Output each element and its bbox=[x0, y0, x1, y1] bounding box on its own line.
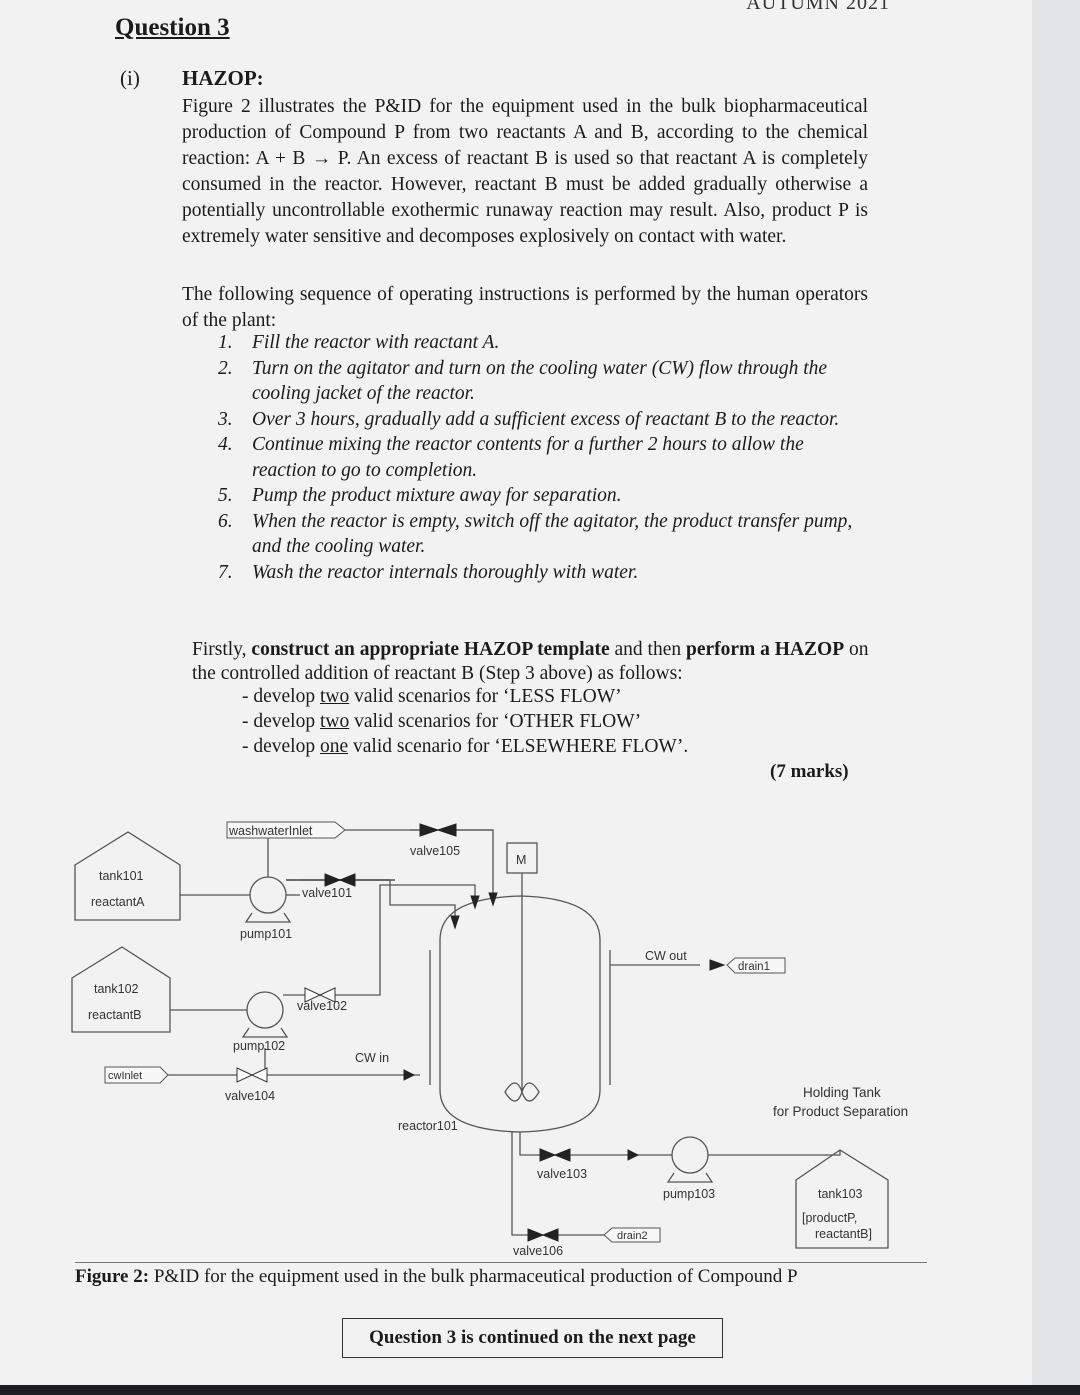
tank103-sublabel-1: [productP, bbox=[802, 1211, 857, 1225]
reactor-vessel bbox=[439, 895, 601, 1133]
pump102-label: pump102 bbox=[233, 1039, 285, 1053]
operating-steps: 1.Fill the reactor with reactant A. 2.Tu… bbox=[218, 330, 868, 585]
valve106-label: valve106 bbox=[513, 1244, 563, 1258]
valve104-icon bbox=[236, 1067, 268, 1083]
valve102-icon bbox=[304, 987, 336, 1003]
motor-label: M bbox=[516, 853, 526, 867]
step-item: 3.Over 3 hours, gradually add a sufficie… bbox=[218, 408, 840, 430]
header-fragment: AUTUMN 2021 bbox=[746, 0, 890, 14]
tank103-sublabel-2: reactantB] bbox=[815, 1227, 872, 1241]
holding-tank-sublabel: for Product Separation bbox=[773, 1104, 908, 1119]
section-title: HAZOP: bbox=[182, 66, 264, 90]
task-bullet: - develop two valid scenarios for ‘OTHER… bbox=[242, 711, 642, 732]
valve104-label: valve104 bbox=[225, 1089, 275, 1103]
valve102-label: valve102 bbox=[297, 999, 347, 1013]
cw-in-label: CW in bbox=[355, 1051, 389, 1065]
tank101-label: tank101 bbox=[99, 869, 144, 883]
valve105-icon bbox=[419, 823, 457, 837]
tank102-label: tank102 bbox=[94, 982, 139, 996]
step-item: 1.Fill the reactor with reactant A. bbox=[218, 332, 500, 353]
valve101-label: valve101 bbox=[302, 886, 352, 900]
exam-page bbox=[0, 0, 1032, 1385]
figure-caption: Figure 2: P&ID for the equipment used in… bbox=[75, 1266, 798, 1287]
pump101-icon bbox=[249, 876, 287, 914]
task-bullet: - develop one valid scenario for ‘ELSEWH… bbox=[242, 736, 689, 757]
screen-bezel bbox=[0, 1385, 1080, 1395]
washwater-inlet-label: washwaterInlet bbox=[228, 824, 313, 838]
marks-label: (7 marks) bbox=[770, 761, 849, 782]
task-bullets: - develop two valid scenarios for ‘LESS … bbox=[242, 684, 688, 759]
drain1-tag bbox=[726, 957, 786, 974]
reactor-label: reactor101 bbox=[398, 1119, 458, 1133]
pump103-icon bbox=[671, 1136, 709, 1174]
intro-paragraph-1: Figure 2 illustrates the P&ID for the eq… bbox=[182, 96, 868, 247]
tank102-sublabel: reactantB bbox=[88, 1008, 142, 1022]
pump101-label: pump101 bbox=[240, 927, 292, 941]
task-instructions: Firstly, construct an appropriate HAZOP … bbox=[192, 639, 869, 684]
part-label: (i) bbox=[120, 66, 140, 90]
intro-paragraph-2: The following sequence of operating inst… bbox=[182, 284, 868, 331]
drain1-label: drain1 bbox=[738, 961, 770, 973]
step-item: 7.Wash the reactor internals thoroughly … bbox=[218, 561, 639, 583]
tank102-shape bbox=[71, 946, 171, 1033]
pump103-label: pump103 bbox=[663, 1187, 715, 1201]
drain2-tag bbox=[603, 1227, 661, 1243]
tank101-sublabel: reactantA bbox=[91, 895, 145, 909]
pid-diagram: tank101 reactantA tank102 reactantB tank… bbox=[71, 821, 908, 1258]
step-item: 2.Turn on the agitator and turn on the c… bbox=[218, 357, 828, 405]
valve103-label: valve103 bbox=[537, 1167, 587, 1181]
task-bullet: - develop two valid scenarios for ‘LESS … bbox=[242, 686, 622, 707]
valve105-label: valve105 bbox=[410, 844, 460, 858]
valve101-icon bbox=[324, 873, 356, 887]
cw-inlet-label: cwInlet bbox=[108, 1070, 142, 1082]
cw-inlet-tag bbox=[104, 1066, 169, 1084]
washwater-inlet-tag bbox=[226, 821, 346, 839]
step-item: 5.Pump the product mixture away for sepa… bbox=[218, 485, 622, 506]
screen-edge bbox=[1032, 0, 1080, 1395]
question-title: Question 3 bbox=[115, 14, 230, 41]
step-item: 4.Continue mixing the reactor contents f… bbox=[218, 434, 804, 481]
cw-out-label: CW out bbox=[645, 949, 687, 963]
figure-divider bbox=[75, 1262, 927, 1263]
step-item: 6.When the reactor is empty, switch off … bbox=[218, 510, 853, 558]
agitator-icon bbox=[504, 1082, 540, 1102]
pump102-icon bbox=[246, 991, 284, 1029]
valve106-icon bbox=[527, 1228, 559, 1242]
tank101-shape bbox=[74, 831, 181, 921]
holding-tank-label: Holding Tank bbox=[803, 1085, 881, 1100]
valve103-icon bbox=[539, 1148, 571, 1162]
tank103-label: tank103 bbox=[818, 1187, 863, 1201]
drain2-label: drain2 bbox=[617, 1230, 648, 1242]
continued-notice: Question 3 is continued on the next page bbox=[342, 1318, 723, 1358]
